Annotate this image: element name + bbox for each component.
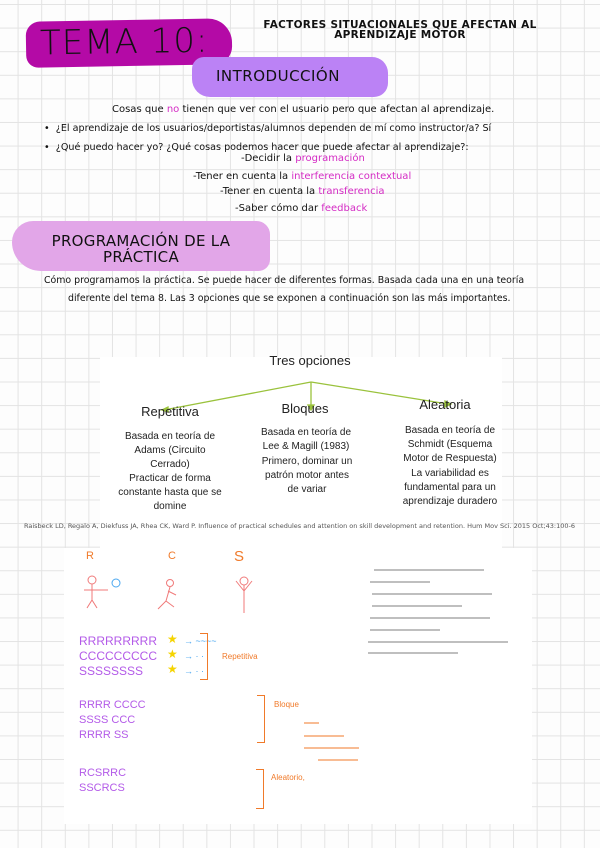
- option-text: Primero, dominar un patrón motor antes d…: [261, 456, 353, 495]
- rep-rows: RRRRRRRRR CCCCCCCCC SSSSSSSS: [79, 634, 157, 679]
- intro-item: -Saber cómo dar feedback: [235, 203, 367, 214]
- option-title: Aleatoria: [419, 397, 471, 412]
- blo-label: Bloque: [274, 700, 299, 709]
- option-text: La variabilidad es fundamental para un a…: [402, 468, 498, 507]
- text: Cosas que: [112, 104, 167, 115]
- subtitle-line: APRENDIZAJE MOTOR: [334, 29, 466, 41]
- intro-heading: INTRODUCCIÓN: [216, 67, 340, 85]
- citation: Raisbeck LD, Regalo A, Diekfuss JA, Rhea…: [24, 522, 576, 530]
- text: PROGRAMACIÓN DE LA: [51, 232, 231, 250]
- bracket: [257, 695, 265, 743]
- label-c: C: [168, 550, 176, 562]
- bracket: [200, 633, 208, 680]
- option-text: Practicar de forma constante hasta que s…: [118, 473, 222, 512]
- row: CCCCCCCCC: [79, 649, 157, 663]
- intro-item: -Tener en cuenta la transferencia: [220, 186, 385, 197]
- text: ¿El aprendizaje de los usuarios/deportis…: [55, 123, 492, 134]
- text: ¿Qué puedo hacer yo? ¿Qué cosas podemos …: [55, 142, 469, 153]
- diagram-root: Tres opciones: [269, 353, 351, 368]
- row: RCSRRC: [79, 767, 127, 779]
- arrowhead: [306, 404, 316, 412]
- ale-rows: RCSRRC SSCRCS: [79, 766, 126, 796]
- option-text: Basada en teoría de Schmidt (Esquema Mot…: [403, 425, 497, 464]
- paragraph-line: Cómo programamos la práctica. Se puede h…: [44, 275, 525, 286]
- row: RRRRRRRRR: [79, 634, 157, 648]
- text: -Tener en cuenta la: [193, 171, 292, 182]
- option-title: Bloques: [281, 401, 329, 416]
- text: -Saber cómo dar: [235, 203, 322, 214]
- diagram-arrows: [160, 381, 453, 413]
- intro-item: -Tener en cuenta la interferencia contex…: [193, 171, 411, 182]
- row: SSSSSSSS: [79, 664, 144, 678]
- option-title: Repetitiva: [141, 404, 199, 419]
- bullet: • ¿El aprendizaje de los usuarios/deport…: [44, 123, 492, 134]
- row: RRRR SS: [79, 729, 129, 741]
- option-text: Basada en teoría de Lee & Magill (1983): [260, 427, 352, 452]
- topic-subtitle: FACTORES SITUACIONALES QUE AFECTAN AL AP…: [250, 19, 550, 41]
- rep-label: Repetitiva: [222, 652, 258, 661]
- highlight: no: [166, 104, 180, 115]
- label-s: S: [234, 548, 245, 565]
- row: SSSS CCC: [79, 714, 136, 726]
- options-diagram: Tres opciones Repetitiva Bloques Aleator…: [100, 353, 502, 552]
- ale-label: Aleatorio,: [271, 773, 305, 782]
- intro-item: -Decidir la programación: [241, 153, 365, 164]
- text: PRÁCTICA: [102, 248, 180, 266]
- highlight: transferencia: [318, 186, 385, 197]
- subtitle-line: FACTORES SITUACIONALES QUE AFECTAN AL: [263, 19, 537, 31]
- arrow-icon: → ~~~~→ · ·→ · ·: [184, 636, 217, 676]
- label-r: R: [86, 550, 94, 562]
- bullet: • ¿Qué puedo hacer yo? ¿Qué cosas podemo…: [44, 142, 469, 153]
- arrowhead: [444, 399, 453, 409]
- text: tienen que ver con el usuario pero que a…: [179, 104, 495, 115]
- intro-line: Cosas que no tienen que ver con el usuar…: [112, 104, 494, 115]
- option-text: Basada en teoría de Adams (Circuito Cerr…: [124, 431, 216, 470]
- paragraph-line: diferente del tema 8. Las 3 opciones que…: [68, 293, 511, 304]
- highlight: feedback: [321, 203, 368, 214]
- intro-heading-badge: INTRODUCCIÓN: [192, 57, 388, 97]
- highlight: programación: [295, 153, 365, 164]
- row: RRRR CCCC: [79, 699, 146, 711]
- text: -Decidir la: [241, 153, 296, 164]
- arrow-right: [310, 381, 449, 405]
- topic-title: TEMA 10:: [39, 20, 209, 64]
- star-icon: ★★★: [167, 632, 178, 676]
- row: SSCRCS: [79, 782, 125, 794]
- stick-figures-icon: [84, 575, 253, 613]
- handwritten-scribbles: [304, 569, 508, 761]
- arrow-left: [163, 381, 312, 411]
- arrowhead: [160, 405, 169, 413]
- text: -Tener en cuenta la: [220, 186, 319, 197]
- blo-rows: RRRR CCCC SSSS CCC RRRR SS: [79, 698, 146, 743]
- highlight: interferencia contextual: [291, 171, 412, 182]
- bracket: [256, 769, 264, 809]
- handwritten-notes: R C S RRRRRRRRR CCCCCCCCC SSSSSSSS ★★★ →…: [64, 548, 532, 824]
